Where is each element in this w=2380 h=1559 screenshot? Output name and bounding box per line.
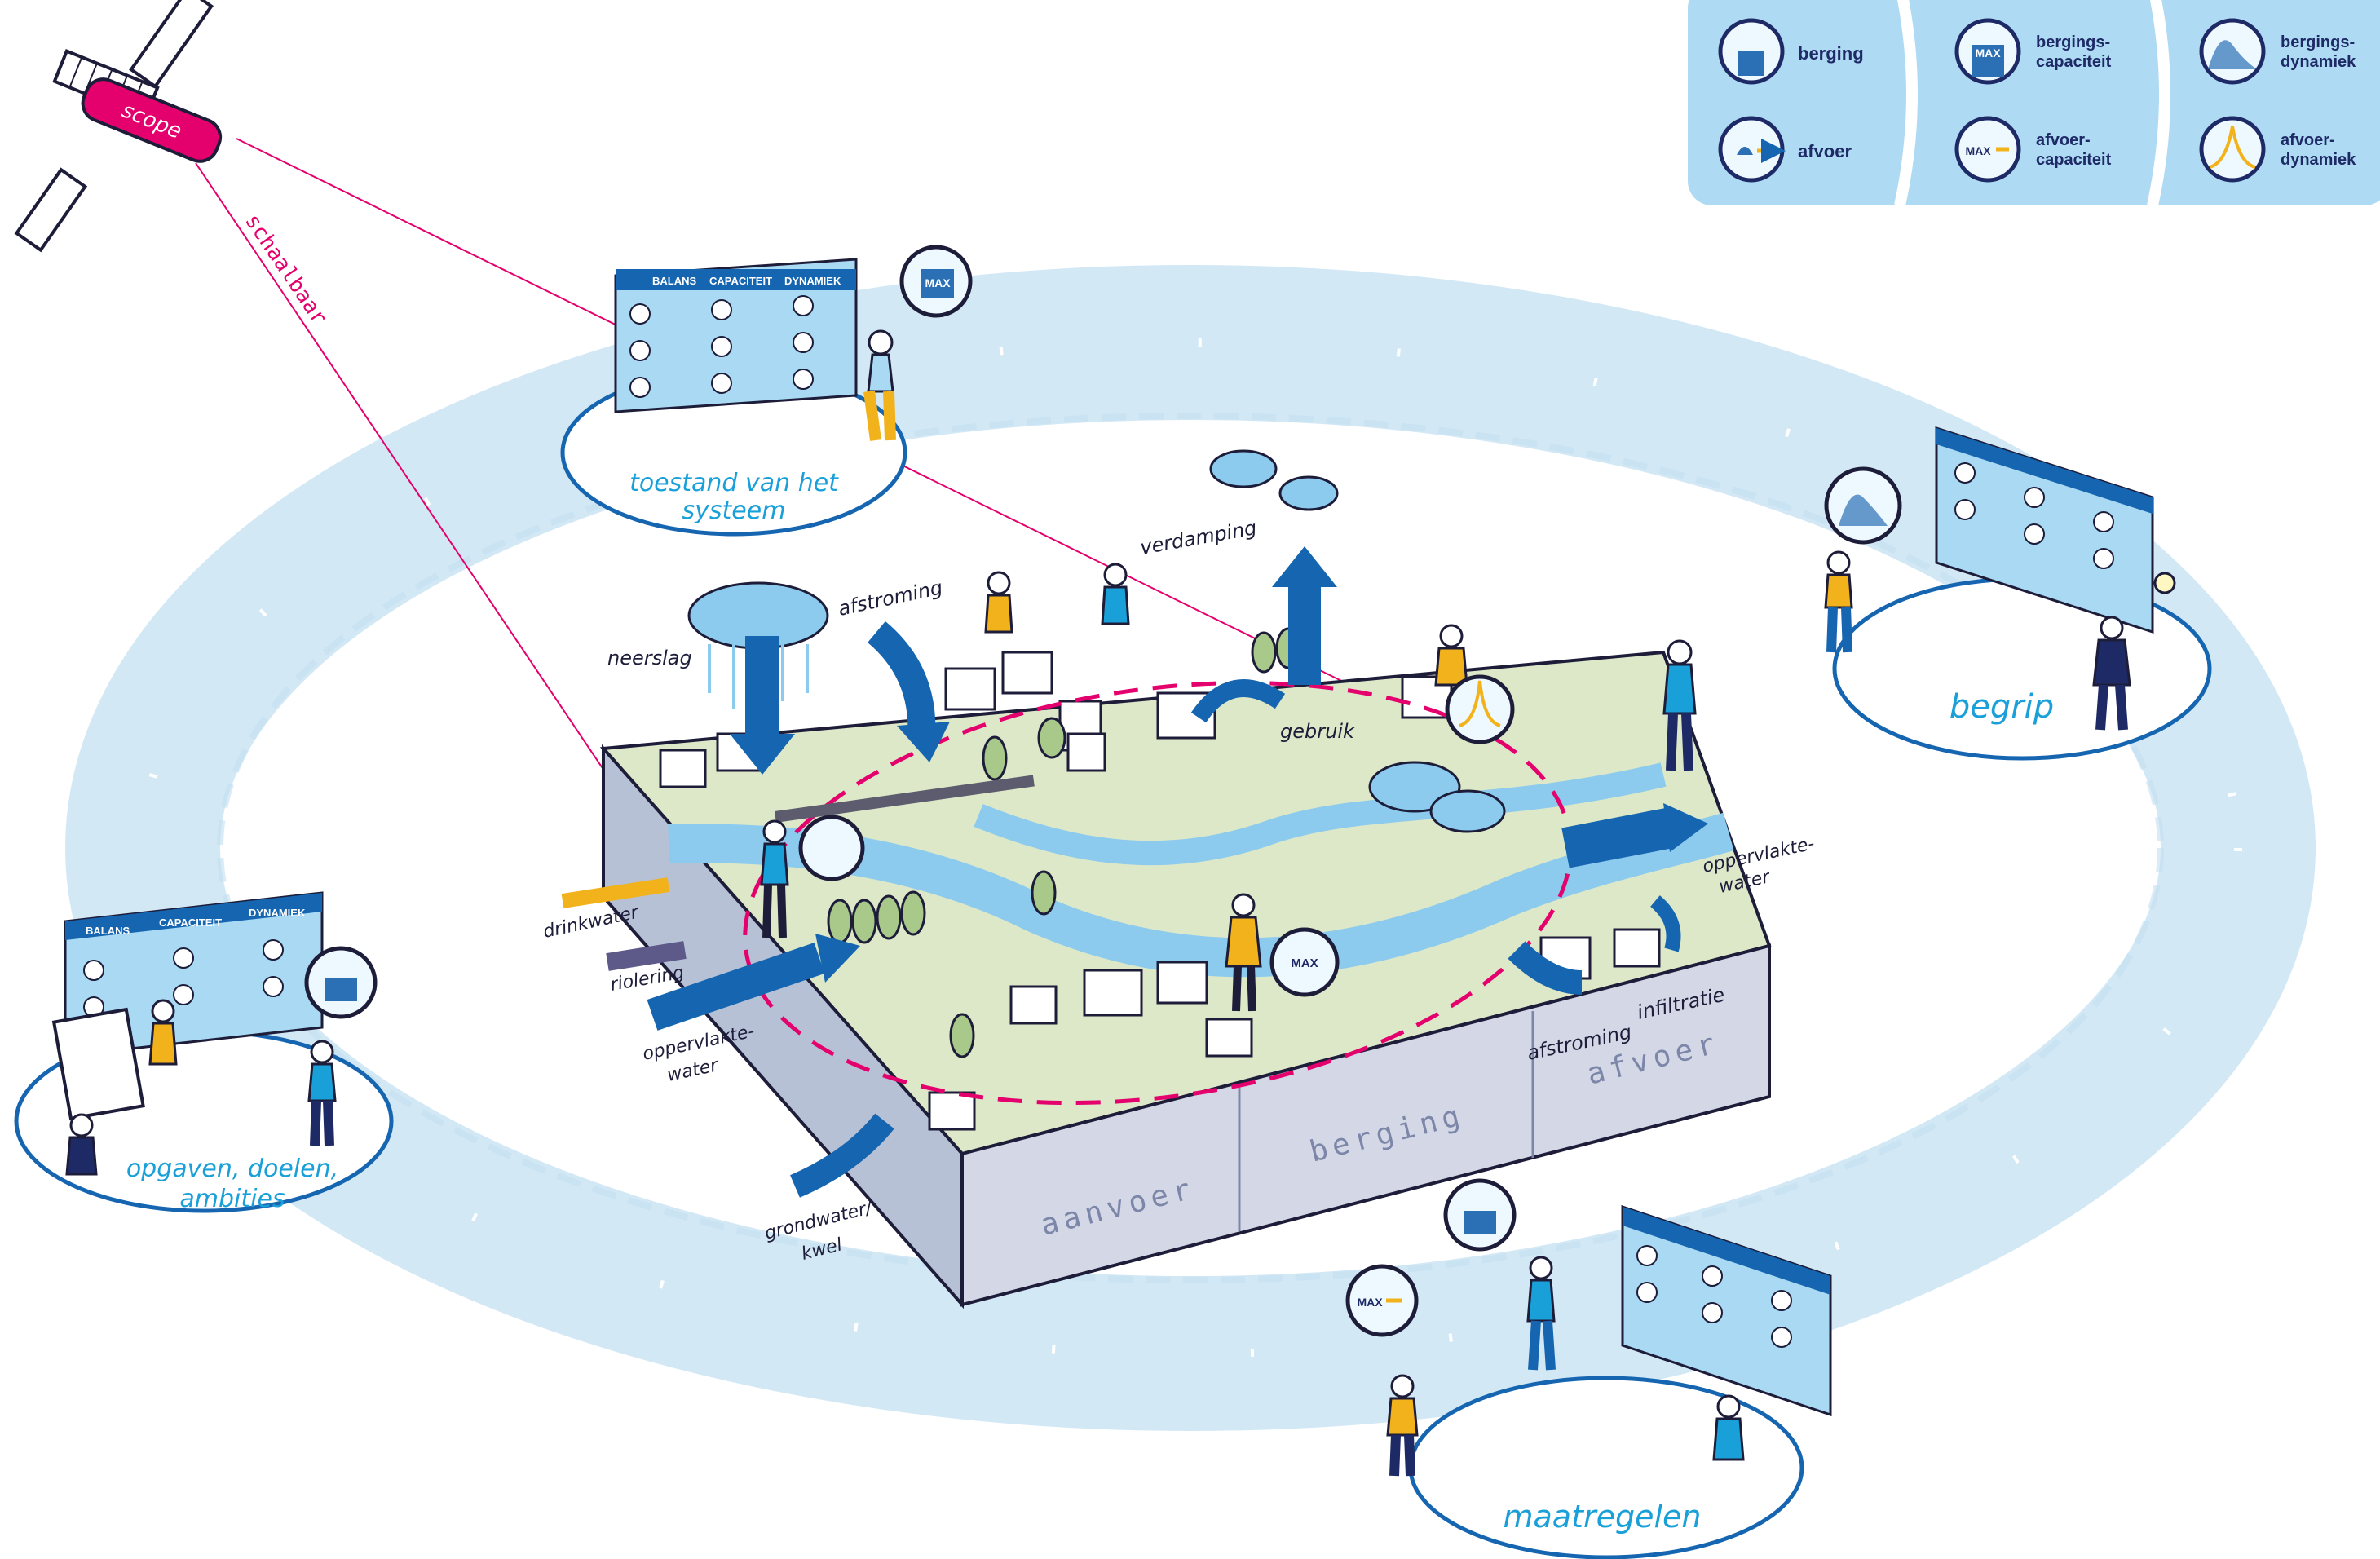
legend-label-afvoer-capaciteit-2: capaciteit: [2036, 151, 2112, 169]
stage-goals-label-2: ambities: [179, 1185, 285, 1213]
label-use: gebruik: [1280, 720, 1355, 743]
label-drinking-water: drinkwater: [541, 902, 642, 942]
stage-state-label-2: systeem: [682, 497, 786, 525]
stage-understanding: begrip: [1824, 426, 2212, 761]
legend-label-afvoer: afvoer: [1798, 141, 1852, 161]
stage-goals-label-1: opgaven, doelen,: [126, 1155, 338, 1183]
satellite: scope: [14, 0, 223, 253]
person: [1662, 639, 1697, 771]
person: [1101, 563, 1130, 625]
stage-state-label-1: toestand van het: [629, 469, 839, 497]
speech-bubble-dynamics: [1824, 466, 1902, 545]
card-header-dynamiek-2: DYNAMIEK: [249, 907, 306, 919]
legend-item-afvoer-capaciteit: MAX afvoer- capaciteit: [1954, 116, 2112, 183]
legend-label-bergings-dynamiek-1: bergings-: [2281, 33, 2355, 51]
stage-goals: BALANS CAPACITEIT DYNAMIEK: [14, 891, 394, 1213]
label-groundwater-1: grondwater/: [762, 1197, 876, 1243]
card-header-dynamiek: DYNAMIEK: [784, 275, 841, 287]
lightbulb-icon: [2153, 572, 2176, 594]
person-suit: [2092, 616, 2131, 731]
max-badge-text: MAX: [1975, 46, 2001, 60]
person: [863, 329, 896, 441]
max-badge-text-3: MAX: [925, 276, 951, 289]
legend-label-bergings-dynamiek-2: dynamiek: [2281, 53, 2356, 71]
person: [65, 1113, 98, 1176]
card-header-capaciteit-2: CAPACITEIT: [159, 916, 222, 929]
legend-label-bergings-capaciteit-1: bergings-: [2036, 33, 2110, 51]
legend-item-bergings-dynamiek: bergings- dynamiek: [2199, 18, 2356, 85]
info-card: [1935, 426, 2154, 634]
trees: [827, 627, 1301, 1058]
legend-label-afvoer-capaciteit-1: afvoer-: [2036, 131, 2091, 149]
legend-item-afvoer: afvoer: [1718, 116, 1852, 183]
stage-state: BALANS CAPACITEIT DYNAMIEK MAX toestand …: [560, 245, 973, 537]
max-badge-text-5: MAX: [1291, 956, 1318, 970]
person: [984, 571, 1013, 634]
buildings: [659, 651, 1661, 1131]
stage-measures-label: maatregelen: [1503, 1499, 1701, 1535]
legend-label-afvoer-dynamiek-2: dynamiek: [2281, 151, 2356, 169]
person: [1824, 550, 1853, 653]
max-badge-text-2: MAX: [1965, 144, 1991, 157]
legend-label-bergings-capaciteit-2: capaciteit: [2036, 53, 2112, 71]
person: [1712, 1394, 1745, 1461]
flipchart: [51, 1007, 145, 1121]
info-card: [1621, 1204, 1832, 1417]
info-card: BALANS CAPACITEIT DYNAMIEK: [64, 891, 324, 1058]
scale-label: schaalbaar: [240, 210, 331, 329]
landscape-block: aanvoer berging afvoer: [599, 627, 1772, 1309]
card-header-balans: BALANS: [652, 275, 696, 287]
person: [1526, 1256, 1556, 1371]
label-evaporation: verdamping: [1138, 516, 1258, 559]
cycle-ring: [65, 265, 2316, 1431]
label-runoff-top: afstroming: [836, 576, 944, 620]
stage-measures: MAX maatregelen: [1345, 1178, 1832, 1559]
person-with-magnifier: [760, 815, 865, 938]
speech-bubble-storage: [304, 946, 378, 1019]
legend-label-afvoer-dynamiek-1: afvoer-: [2281, 131, 2335, 149]
person-with-magnifier: [1434, 624, 1515, 744]
card-header-capaciteit: CAPACITEIT: [709, 275, 772, 287]
info-card: BALANS CAPACITEIT DYNAMIEK: [614, 258, 858, 413]
stage-understanding-label: begrip: [1949, 688, 2054, 726]
label-surface-water-in-2: water: [665, 1055, 721, 1086]
legend-item-berging: berging: [1718, 18, 1864, 85]
legend-panel: berging afvoer MAX bergings- capaciteit …: [1688, 0, 2380, 207]
cloud-icon: [1209, 449, 1339, 511]
landscape-people: MAX: [760, 563, 1697, 1012]
process-arrows: [561, 449, 1708, 1198]
legend-label-berging: berging: [1798, 43, 1864, 64]
card-header-balans-2: BALANS: [86, 925, 130, 937]
legend-item-bergings-capaciteit: MAX bergings- capaciteit: [1954, 18, 2112, 85]
speech-bubble-storage: [1443, 1178, 1517, 1252]
legend-item-afvoer-dynamiek: afvoer- dynamiek: [2199, 116, 2356, 183]
max-badge-text-4: MAX: [1357, 1296, 1383, 1309]
speech-bubble-max: MAX: [899, 245, 973, 318]
person-with-magnifier: MAX: [1225, 893, 1340, 1012]
person: [148, 999, 178, 1066]
person: [307, 1040, 337, 1146]
speech-bubble-max-discharge: MAX: [1345, 1264, 1419, 1337]
label-precipitation: neerslag: [607, 647, 692, 669]
person: [1386, 1374, 1419, 1477]
